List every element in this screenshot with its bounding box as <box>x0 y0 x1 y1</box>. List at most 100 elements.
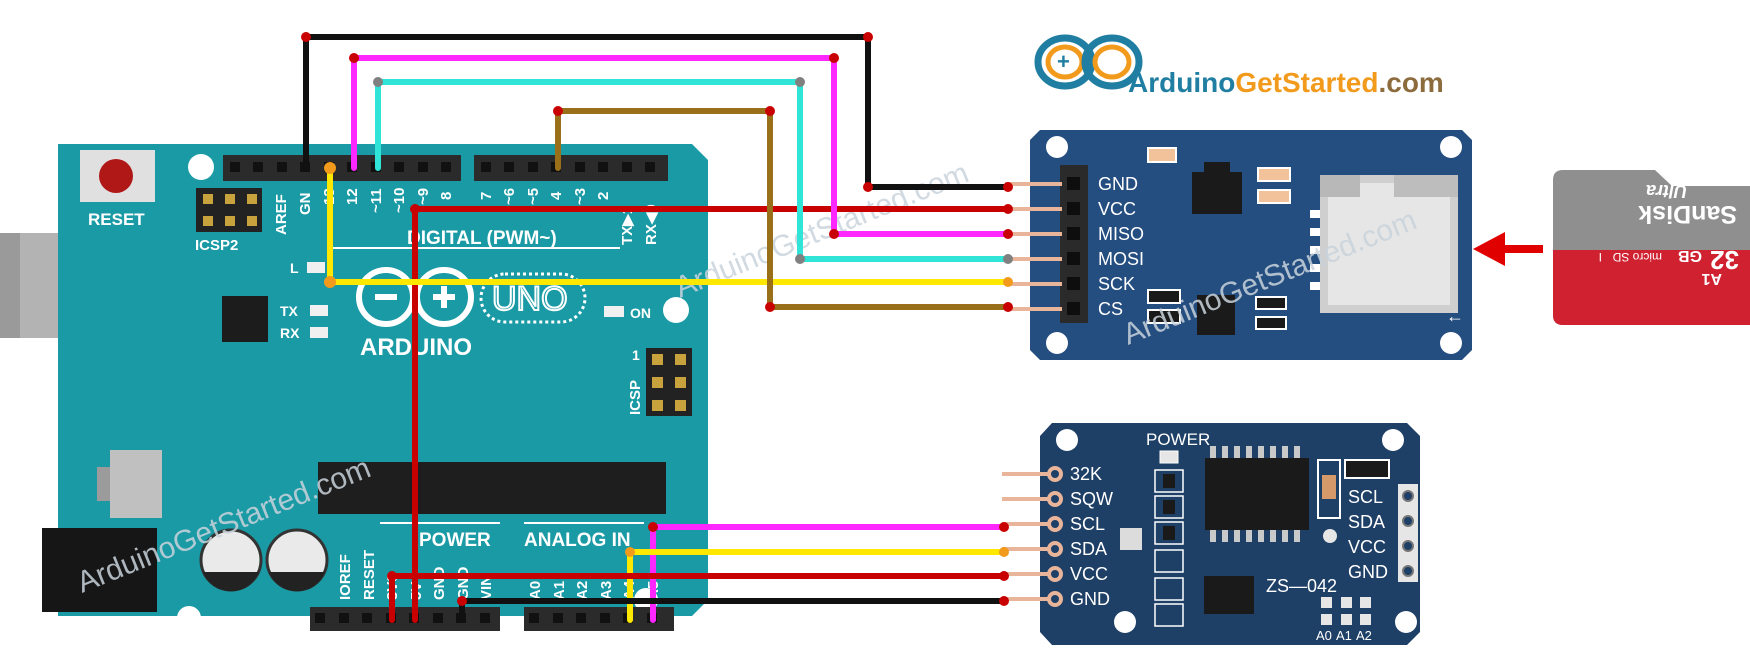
digital-label: DIGITAL (PWM~) <box>407 228 557 249</box>
pin-label-gnd2: GND <box>455 567 472 601</box>
pin-label-reset: RESET <box>361 550 378 600</box>
led-l <box>307 262 325 273</box>
rtc-right-pin-scl: SCL <box>1348 487 1383 507</box>
power-label: POWER <box>419 530 491 551</box>
rtc-pin-sqw: SQW <box>1070 489 1113 509</box>
logo: + ArduinoGetStarted.com <box>1034 34 1444 98</box>
icsp-header <box>646 348 692 416</box>
pin-label-2: 2 <box>595 192 612 200</box>
rtc-pin-sda: SDA <box>1070 539 1107 559</box>
sd-buffer-chip <box>1197 295 1235 335</box>
pin-label-vin: VIN <box>478 575 495 600</box>
pin-label-gnd1: GND <box>431 567 448 601</box>
led-rx-label: RX <box>280 325 300 341</box>
pin-label-11: ~11 <box>368 188 385 213</box>
wire-end-dots <box>301 32 1013 606</box>
card-type: micro SD <box>1612 250 1662 264</box>
icsp2-label: ICSP2 <box>195 237 238 254</box>
pin-label-a3: A3 <box>598 581 615 600</box>
pin-label-6: ~6 <box>501 188 518 205</box>
sd-pin-vcc: VCC <box>1098 199 1136 219</box>
pin-label-3: ~3 <box>572 188 589 205</box>
rtc-ds3231-module: 32K SQW SCL SDA VCC GND POWER ZS—042 <box>1002 423 1420 645</box>
sd-pin-mosi: MOSI <box>1098 249 1144 269</box>
sd-module-header <box>1060 165 1088 323</box>
rtc-pin-gnd: GND <box>1070 589 1110 609</box>
top-header-right <box>474 155 668 181</box>
voltage-regulator <box>110 450 162 518</box>
pin-label-ioref: IOREF <box>337 554 354 600</box>
rtc-pin-32k: 32K <box>1070 464 1102 484</box>
microsd-card: 32 GB micro SD I A1 SanDisk Ultra <box>1553 170 1750 325</box>
sd-regulator-chip <box>1192 172 1242 214</box>
led-tx-label: TX <box>280 303 299 319</box>
rtc-addr-a0: A0 <box>1316 628 1332 643</box>
icsp2-header <box>196 188 262 232</box>
card-capacity: 32 <box>1710 245 1739 275</box>
eeprom-chip <box>1204 576 1254 614</box>
rtc-addr-a1: A1 <box>1336 628 1352 643</box>
pin-label-8: 8 <box>438 192 455 200</box>
pin-label-7: 7 <box>478 192 495 200</box>
pin-label-10: ~10 <box>391 188 408 213</box>
pin-label-a2: A2 <box>574 581 591 600</box>
rtc-right-pin-sda: SDA <box>1348 512 1385 532</box>
card-line: Ultra <box>1646 181 1687 201</box>
card-class: I <box>1599 250 1602 264</box>
card-brand: SanDisk <box>1638 200 1737 228</box>
icsp-pin1-label: 1 <box>632 347 640 363</box>
pin-label-a0: A0 <box>527 581 544 600</box>
rtc-power-label: POWER <box>1146 430 1210 449</box>
logo-text-getstarted: GetStarted <box>1235 67 1378 98</box>
icsp-label: ICSP <box>627 380 644 415</box>
board-model-text: UNO <box>492 280 568 318</box>
rtc-right-header <box>1398 484 1418 582</box>
sd-pin-sck: SCK <box>1098 274 1135 294</box>
logo-text-com: .com <box>1378 67 1443 98</box>
pin-label-a1: A1 <box>551 581 568 600</box>
pin-label-12: 12 <box>344 188 361 205</box>
card-capacity-unit: GB <box>1678 247 1702 264</box>
microsd-slot <box>1310 175 1458 313</box>
pin-label-tx1: TX▶1 <box>619 206 636 245</box>
pin-label-rx0: RX◀0 <box>643 204 660 245</box>
rtc-chip <box>1205 458 1309 530</box>
sd-pin-gnd: GND <box>1098 174 1138 194</box>
atmega-chip <box>318 462 666 514</box>
led-rx <box>310 327 328 338</box>
rtc-pin-vcc: VCC <box>1070 564 1108 584</box>
logo-infinity-icon: + <box>1034 34 1143 90</box>
bottom-header-pins <box>315 613 657 623</box>
rtc-right-pin-gnd: GND <box>1348 562 1388 582</box>
reset-label: RESET <box>88 210 145 229</box>
pin-label-aref: AREF <box>273 194 290 235</box>
dc-jack <box>42 528 157 612</box>
pin-label-5: ~5 <box>525 188 542 205</box>
led-on <box>604 306 624 317</box>
arduino-uno-board: RESET ICSP2 UNO ARDUINO L TX RX <box>0 144 708 631</box>
pin-label-4: 4 <box>548 191 565 200</box>
rtc-pin-scl: SCL <box>1070 514 1105 534</box>
eject-arrow-icon: ← <box>1446 306 1464 326</box>
svg-text:ArduinoGetStarted.com: ArduinoGetStarted.com <box>1128 67 1444 98</box>
sd-card-module: GND VCC MISO MOSI SCK CS ← <box>1005 130 1472 360</box>
power-header <box>310 607 500 631</box>
rtc-model-label: ZS—042 <box>1266 576 1337 596</box>
rtc-right-pin-vcc: VCC <box>1348 537 1386 557</box>
usb-chip <box>222 296 268 342</box>
sd-pin-miso: MISO <box>1098 224 1144 244</box>
led-on-label: ON <box>630 305 651 321</box>
led-l-label: L <box>290 260 299 276</box>
sd-pin-cs: CS <box>1098 299 1123 319</box>
insert-arrow-icon <box>1473 232 1543 266</box>
led-tx <box>310 305 328 316</box>
svg-text:+: + <box>1057 49 1070 74</box>
pin-label-gnd-top: GN <box>297 193 314 216</box>
analog-label: ANALOG IN <box>524 530 631 551</box>
reset-button-cap <box>99 159 133 193</box>
pin-label-9: ~9 <box>415 188 432 205</box>
rtc-addr-a2: A2 <box>1356 628 1372 643</box>
card-rating: A1 <box>1701 270 1722 287</box>
logo-text-arduino: Arduino <box>1128 67 1235 98</box>
